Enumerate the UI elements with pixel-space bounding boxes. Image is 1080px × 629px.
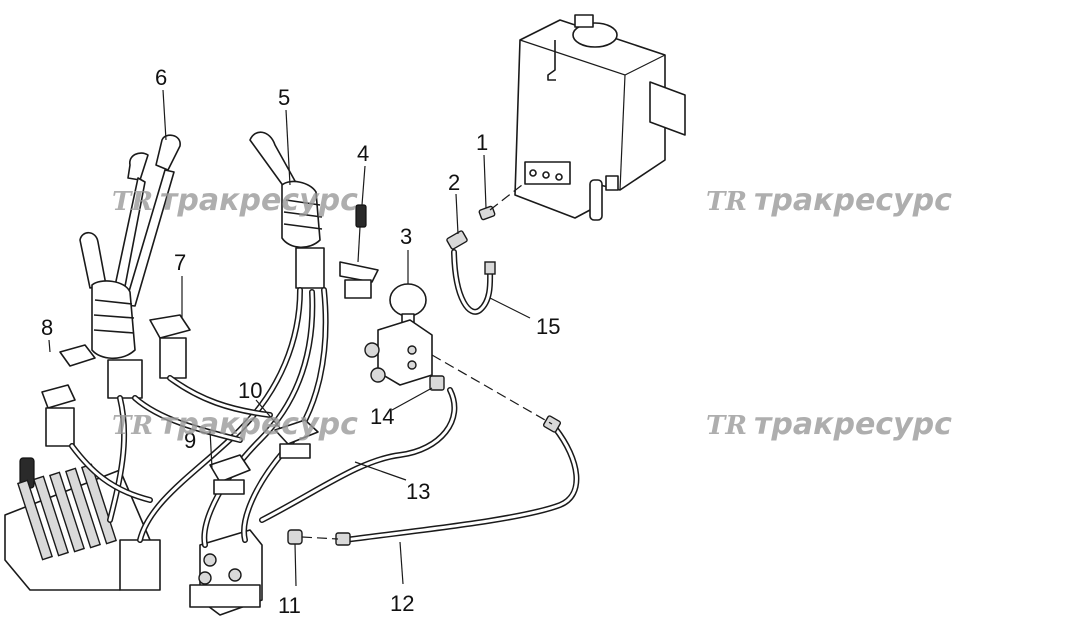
callout-14: 14 — [370, 404, 394, 429]
watermark-logo: TR — [112, 187, 153, 217]
dashed-link-fitting1-tank — [489, 184, 523, 211]
control-valve-bank — [4, 457, 161, 591]
watermark-1: TR тракресурс — [112, 183, 358, 218]
pump-block — [189, 529, 263, 616]
callout-12: 12 — [390, 591, 414, 616]
callout-15: 15 — [536, 314, 560, 339]
fitting-2 — [446, 230, 468, 250]
callout-7: 7 — [174, 250, 186, 275]
watermark-3: TR тракресурс — [112, 407, 358, 442]
watermark-2: TR тракресурс — [706, 183, 952, 218]
watermark-logo: TR — [706, 187, 747, 217]
callout-3: 3 — [400, 224, 412, 249]
hose-14 — [429, 375, 445, 391]
valve-block — [364, 319, 433, 386]
bracket-7 — [149, 314, 191, 379]
hose-15 — [451, 249, 496, 315]
switch-4 — [339, 204, 379, 299]
watermark-logo: TR — [706, 411, 747, 441]
hose-13 — [259, 387, 458, 523]
callout-5: 5 — [278, 85, 290, 110]
bracket-8 — [41, 344, 96, 447]
watermark-text: тракресурс — [160, 407, 358, 442]
junction-block-9 — [209, 454, 251, 495]
joystick-5 — [249, 131, 325, 289]
watermark-logo: TR — [112, 411, 153, 441]
callout-8: 8 — [41, 315, 53, 340]
junction-block-10 — [274, 419, 319, 459]
hydraulic-tank — [514, 14, 686, 221]
joystick-left — [79, 231, 143, 399]
dashed-link-valve-hose12 — [431, 354, 553, 425]
callout-10: 10 — [238, 378, 262, 403]
callout-13: 13 — [406, 479, 430, 504]
levers-6 — [111, 134, 181, 307]
accumulator-3 — [389, 283, 427, 329]
dashed-link-fitting11-hose12 — [301, 536, 339, 540]
callout-6: 6 — [155, 65, 167, 90]
watermark-text: тракресурс — [754, 183, 952, 218]
callout-2: 2 — [448, 170, 460, 195]
fitting-11 — [287, 529, 303, 545]
callout-4: 4 — [357, 141, 369, 166]
watermark-text: тракресурс — [754, 407, 952, 442]
callout-9: 9 — [184, 428, 196, 453]
callout-11: 11 — [278, 593, 301, 618]
leader-lines — [48, 89, 531, 587]
callout-1: 1 — [476, 130, 488, 155]
watermark-4: TR тракресурс — [706, 407, 952, 442]
hose-12 — [335, 415, 580, 546]
watermark-text: тракресурс — [160, 183, 358, 218]
